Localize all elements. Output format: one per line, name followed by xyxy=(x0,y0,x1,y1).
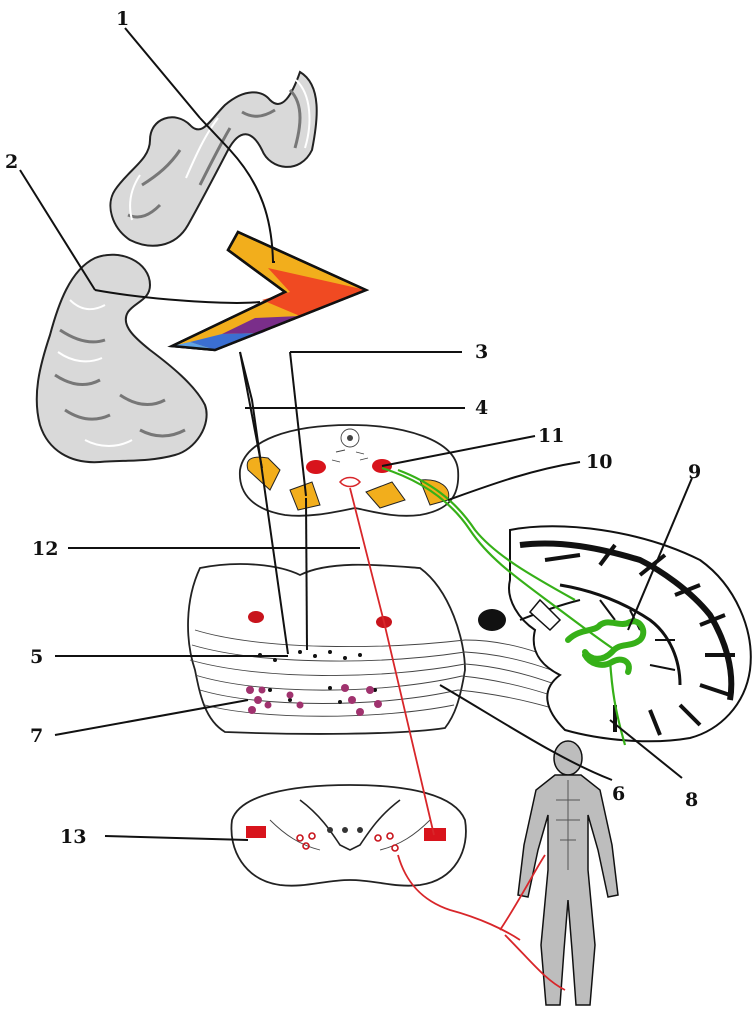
red-nucleus-left xyxy=(306,460,326,474)
label-10: 10 xyxy=(586,451,612,473)
spinal-cord-section xyxy=(231,785,466,886)
internal-capsule xyxy=(172,232,366,350)
cortex-section-left xyxy=(37,255,207,462)
cortex-section-right xyxy=(110,72,316,246)
label-2: 2 xyxy=(5,151,18,173)
label-7: 7 xyxy=(30,725,43,747)
cerebellum-section xyxy=(478,526,751,741)
label-1: 1 xyxy=(116,8,129,30)
label-12: 12 xyxy=(32,538,58,560)
label-4: 4 xyxy=(475,397,488,419)
label-9: 9 xyxy=(688,461,701,483)
spinal-rubrospinal-left xyxy=(246,826,266,838)
label-3: 3 xyxy=(475,341,488,363)
label-13: 13 xyxy=(60,826,86,848)
label-8: 8 xyxy=(685,789,698,811)
midbrain-section xyxy=(240,425,458,516)
label-11: 11 xyxy=(538,425,564,447)
label-5: 5 xyxy=(30,646,43,668)
spinal-rubrospinal-right xyxy=(424,828,446,841)
label-6: 6 xyxy=(612,783,625,805)
